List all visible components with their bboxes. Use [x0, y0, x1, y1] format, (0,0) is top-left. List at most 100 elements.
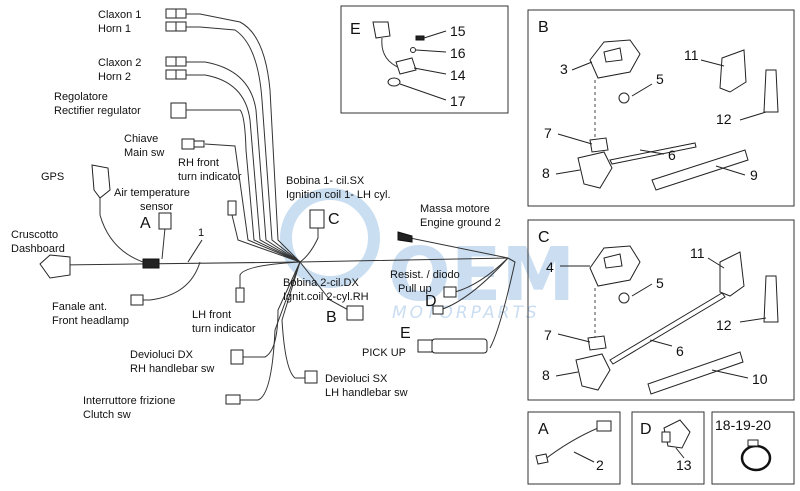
- pickup-sleeve: [431, 338, 488, 354]
- panel-clamps-label: 18-19-20: [715, 417, 771, 433]
- panel-c-spark-plug: [763, 275, 779, 323]
- panel-c-leader-10: [711, 369, 749, 379]
- panel-c-grommet: [618, 292, 630, 304]
- panel-e-leader-16: [415, 49, 447, 53]
- panel-e-sensor: [395, 57, 417, 75]
- harness-labels: Claxon 1 Horn 1 Claxon 2 Horn 2 Regolato…: [11, 9, 501, 421]
- harness-clip: [142, 258, 160, 269]
- panel-a-connector: [596, 420, 612, 432]
- panel-b-leader-9: [715, 165, 746, 176]
- panel-e-letter: E: [350, 21, 361, 38]
- panel-b-leader-5: [631, 83, 653, 97]
- panel-c-num-8: 8: [542, 367, 550, 383]
- panel-b-sleeve: [651, 149, 749, 191]
- horn2-connector-c: [165, 69, 177, 80]
- panel-e-connector: [372, 21, 391, 39]
- panel-d-leader-13: [675, 447, 685, 459]
- key-label-en: Main sw: [124, 147, 164, 159]
- panel-c-leader-7: [557, 333, 591, 343]
- coil2-label-en: Ignit.coil 2-cyl.RH: [283, 291, 369, 303]
- rh-turn-wire: [231, 214, 301, 263]
- panel-c-num-12: 12: [716, 317, 732, 333]
- rh-switch-label-it: Devioluci DX: [130, 349, 194, 361]
- panel-b-plug-cap: [719, 49, 747, 93]
- panel-a-cable: [543, 427, 599, 461]
- panel-clamps-ring: [740, 444, 772, 472]
- air-temp-label-2: sensor: [140, 201, 173, 213]
- air-temp-wire: [161, 227, 166, 260]
- horn1-connector-d: [175, 21, 187, 32]
- panel-b-num-11: 11: [684, 47, 699, 63]
- panel-c-leader-12: [739, 317, 767, 323]
- panel-c-sleeve: [647, 351, 744, 395]
- wire-number-1: 1: [198, 227, 204, 239]
- ref-a-label: A: [140, 215, 151, 232]
- lh-switch-wire: [281, 261, 305, 379]
- watermark: OEM MOTORPARTS: [280, 188, 575, 323]
- panel-c-leader-5: [631, 283, 653, 297]
- panel-e-leader-15: [423, 30, 447, 39]
- lh-turn-label-2: turn indicator: [192, 323, 256, 335]
- panel-d-letter: D: [640, 421, 652, 438]
- panel-c-coil-boot: [575, 353, 611, 391]
- panel-c-frame: [527, 219, 795, 401]
- resist-label-it: Resist. / diodo: [390, 269, 460, 281]
- headlamp-label-it: Fanale ant.: [52, 301, 107, 313]
- panel-b-num-3: 3: [560, 61, 568, 77]
- panel-b-leader-7: [557, 133, 593, 145]
- panel-d-frame: [631, 411, 705, 485]
- dashboard-label-en: Dashboard: [11, 243, 65, 255]
- pullup-connector: [432, 305, 444, 315]
- panel-clamps-frame: [711, 411, 795, 485]
- panel-c-num-7: 7: [544, 327, 552, 343]
- panel-c-num-11: 11: [690, 245, 705, 261]
- panel-e-num-16: 16: [450, 45, 466, 61]
- panel-d-num-13: 13: [676, 457, 692, 473]
- panel-a-num-2: 2: [596, 457, 604, 473]
- dashboard-label-it: Cruscotto: [11, 229, 58, 241]
- coil2-label-it: Bobina 2-cil.DX: [283, 277, 359, 289]
- horn1-wire: [185, 13, 301, 263]
- panel-c-leader-11: [707, 257, 725, 269]
- coil1-label-en: Ignition coil 1- LH cyl.: [286, 189, 391, 201]
- ref-c-label: C: [328, 211, 340, 228]
- horn2-connector-b: [175, 56, 187, 67]
- rh-switch-connector: [230, 349, 244, 365]
- panel-b-coil-face: [603, 47, 623, 63]
- wire-number-1-leader: [187, 239, 203, 263]
- panel-b-leader-3: [571, 61, 593, 71]
- lh-switch-connector: [304, 370, 318, 384]
- resist-connector: [443, 286, 457, 298]
- key-connector: [181, 138, 195, 150]
- pickup-connector: [417, 339, 433, 353]
- key-wire: [204, 143, 301, 263]
- panel-b-letter: B: [538, 19, 549, 36]
- panel-c-num-6: 6: [676, 343, 684, 359]
- watermark-ring: [280, 188, 380, 288]
- panel-b-terminal: [589, 137, 609, 153]
- lh-switch-label-it: Devioluci SX: [325, 373, 388, 385]
- panel-a-sensor: [535, 453, 549, 465]
- panel-c-plug-cap: [719, 251, 745, 297]
- panel-b-num-12: 12: [716, 111, 732, 127]
- coil1-label-it: Bobina 1- cil.SX: [286, 175, 365, 187]
- ground-lug: [397, 231, 413, 243]
- rh-switch-label-en: RH handlebar sw: [130, 363, 214, 375]
- panel-b-num-5: 5: [656, 71, 664, 87]
- resist-label-en: Pull up: [398, 283, 432, 295]
- panel-b-leader-11: [700, 59, 725, 67]
- horn1-label-it: Claxon 1: [98, 9, 141, 21]
- horn2-connector-d: [175, 69, 187, 80]
- panel-c-num-10: 10: [752, 371, 768, 387]
- panel-b-grommet: [618, 92, 630, 104]
- ground-terminal: [507, 257, 516, 263]
- panel-c-leader-8: [555, 371, 579, 377]
- panel-e-cable: [381, 37, 401, 69]
- horn1-connector-c: [165, 21, 177, 32]
- gps-wire: [99, 195, 144, 263]
- panel-c-hv-lead: [609, 292, 726, 365]
- watermark-brand: OEM: [388, 232, 575, 318]
- horn2-label-en: Horn 2: [98, 71, 131, 83]
- horn1-connector: [165, 8, 177, 19]
- panel-c-coil-face: [603, 253, 623, 269]
